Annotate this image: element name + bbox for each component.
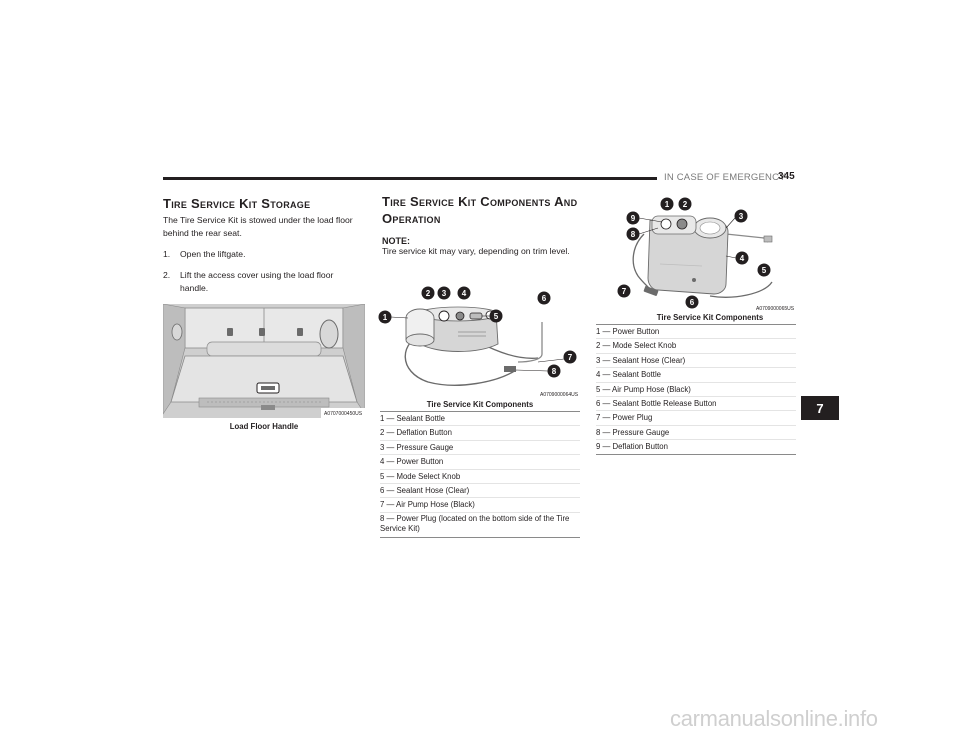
callout-7: 7 xyxy=(563,350,577,364)
legend-row: 5 — Mode Select Knob xyxy=(380,470,580,485)
legend-row: 7 — Power Plug xyxy=(596,411,796,426)
svg-text:5: 5 xyxy=(762,266,767,275)
svg-text:2: 2 xyxy=(683,200,688,209)
step-number: 2. xyxy=(163,270,171,280)
figure-caption-components-2: Tire Service Kit Components xyxy=(656,313,764,322)
watermark: carmanualsonline.info xyxy=(670,706,878,731)
legend-row: 2 — Deflation Button xyxy=(380,426,580,441)
callout-2: 2 xyxy=(678,197,692,211)
note-text: Tire service kit may vary, depending on … xyxy=(382,246,570,256)
legend-row: 4 — Sealant Bottle xyxy=(596,368,796,383)
image-code: A0709000065US xyxy=(756,306,795,312)
callout-8: 8 xyxy=(547,364,561,378)
svg-text:8: 8 xyxy=(552,367,557,376)
figure-caption-load-floor: Load Floor Handle xyxy=(229,422,299,431)
svg-text:3: 3 xyxy=(739,212,744,221)
figure-caption-components-1: Tire Service Kit Components xyxy=(426,400,534,409)
legend-row: 9 — Deflation Button xyxy=(596,442,668,452)
svg-text:2: 2 xyxy=(426,289,431,298)
svg-text:6: 6 xyxy=(542,294,547,303)
callout-9: 9 xyxy=(626,211,640,225)
callout-8: 8 xyxy=(626,227,640,241)
svg-text:7: 7 xyxy=(568,353,573,362)
legend-row: 6 — Sealant Bottle Release Button xyxy=(596,397,796,412)
svg-text:9: 9 xyxy=(631,214,636,223)
legend-row: 2 — Mode Select Knob xyxy=(596,339,796,354)
storage-heading-text: Tire Service Kit Storage xyxy=(163,196,311,211)
callout-7: 7 xyxy=(617,284,631,298)
svg-text:6: 6 xyxy=(690,298,695,307)
page-number: 345 xyxy=(778,171,795,182)
legend-row: 4 — Power Button xyxy=(380,455,580,470)
svg-text:8: 8 xyxy=(631,230,636,239)
storage-heading: Tire Service Kit Storage xyxy=(163,196,310,213)
legend-row: 3 — Sealant Hose (Clear) xyxy=(596,354,796,369)
svg-text:4: 4 xyxy=(462,289,467,298)
legend-row: 8 — Power Plug (located on the bottom si… xyxy=(380,513,570,534)
svg-text:7: 7 xyxy=(622,287,627,296)
load-floor-illustration: A0707000450US xyxy=(163,304,365,418)
callout-5: 5 xyxy=(489,309,503,323)
svg-text:5: 5 xyxy=(494,312,499,321)
svg-text:4: 4 xyxy=(740,254,745,263)
step-number: 1. xyxy=(163,249,171,259)
legend-row: 6 — Sealant Hose (Clear) xyxy=(380,484,580,499)
storage-intro: The Tire Service Kit is stowed under the… xyxy=(163,215,353,239)
step-text: Open the liftgate. xyxy=(180,249,246,259)
chapter-title: IN CASE OF EMERGENCY xyxy=(664,172,786,183)
legend-row: 1 — Power Button xyxy=(596,325,796,340)
note-label: NOTE: xyxy=(382,236,410,246)
callout-4: 4 xyxy=(735,251,749,265)
tire-kit-illustration-1: 1 2 3 4 5 6 7 8 A0709000064US xyxy=(378,286,579,398)
legend-row: 3 — Pressure Gauge xyxy=(380,441,580,456)
svg-text:1: 1 xyxy=(665,200,670,209)
storage-step-1: 1. Open the liftgate. xyxy=(163,248,363,261)
legend-table-2: 1 — Power Button 2 — Mode Select Knob 3 … xyxy=(596,324,796,455)
storage-step-2: 2. Lift the access cover using the load … xyxy=(163,269,363,296)
legend-table-1: 1 — Sealant Bottle 2 — Deflation Button … xyxy=(380,411,580,538)
components-heading: Tire Service Kit Components And Operatio… xyxy=(382,194,582,226)
step-text: Lift the access cover using the load flo… xyxy=(180,270,334,294)
callout-1: 1 xyxy=(378,310,392,324)
tire-kit-illustration-2: 1 2 3 4 5 6 7 8 9 A0709000065US xyxy=(617,197,795,312)
callout-2: 2 xyxy=(421,286,435,300)
components-heading-line1: Tire Service Kit Components And xyxy=(382,194,578,209)
callout-1: 1 xyxy=(660,197,674,211)
legend-row: 5 — Air Pump Hose (Black) xyxy=(596,383,796,398)
callout-5: 5 xyxy=(757,263,771,277)
chapter-tab: 7 xyxy=(801,396,839,420)
legend-row: 7 — Air Pump Hose (Black) xyxy=(380,498,580,513)
callout-3: 3 xyxy=(734,209,748,223)
components-heading-line2: Operation xyxy=(382,211,441,226)
svg-text:1: 1 xyxy=(383,313,388,322)
callout-4: 4 xyxy=(457,286,471,300)
callout-3: 3 xyxy=(437,286,451,300)
image-code: A0707000450US xyxy=(324,411,363,417)
image-code: A0709000064US xyxy=(540,392,579,398)
callout-6: 6 xyxy=(537,291,551,305)
svg-text:3: 3 xyxy=(442,289,447,298)
header-rule xyxy=(163,177,657,180)
legend-row: 1 — Sealant Bottle xyxy=(380,412,580,427)
legend-row: 8 — Pressure Gauge xyxy=(596,426,796,441)
callout-6: 6 xyxy=(685,295,699,309)
